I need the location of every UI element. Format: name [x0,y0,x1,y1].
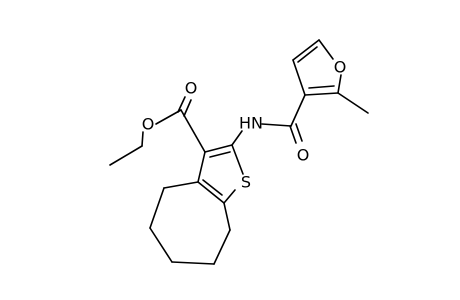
bond-o-carbonyl-c [155,109,182,125]
atom-amide-carbonyl-oxygen: O [297,146,310,165]
bond-furan-o-c5 [318,39,334,60]
bond-c3-c2 [204,144,233,153]
bond-c7-c8 [213,229,231,265]
bond-amide-c-furan-c3 [290,94,306,127]
atom-thiophene-sulfur: S [241,173,251,192]
bond-nh-amide-c [261,123,292,127]
bond-s-c7a [223,189,236,204]
bond-ester-c-o-double-a [177,96,186,113]
atom-amide-nitrogen: HN [239,114,263,133]
bond-amide-c-o-double-a [289,125,297,144]
bond-c3a-c4 [163,181,199,189]
bond-furan-c3-c2-inner [308,85,335,89]
bond-c6-c7 [171,261,215,265]
bond-furan-c2-o [337,74,342,94]
bond-ethyl-ch3 [109,145,143,166]
bond-furan-c2-methyl [337,92,369,114]
bond-c2-s [231,144,244,175]
bond-c3-c3a [197,151,206,183]
bond-c3a-c7a [197,181,225,204]
bond-c2-nh [231,130,243,146]
bond-c3-c2-inner [209,151,231,158]
bond-ester-c-ring-c3 [180,109,206,153]
bond-ester-c-o-double-b [183,99,192,117]
atom-furan-oxygen: O [334,58,347,77]
bond-furan-c4-c3 [292,59,306,96]
bond-furan-c3-c2 [304,92,339,96]
bond-furan-c5-c4 [292,39,320,61]
bond-furan-c5-c4-inner [297,46,318,63]
bond-c5-c6 [149,227,173,263]
bond-c4-c5 [149,187,165,229]
bond-c3a-c7a-inner [202,179,223,196]
bond-c8-c7a [223,202,231,231]
bond-ethyl-ch2-o [141,131,144,147]
atom-ester-carbonyl-oxygen: O [185,79,198,98]
bond-amide-c-o-double-b [295,123,303,142]
atom-ester-ether-oxygen: O [142,115,155,134]
